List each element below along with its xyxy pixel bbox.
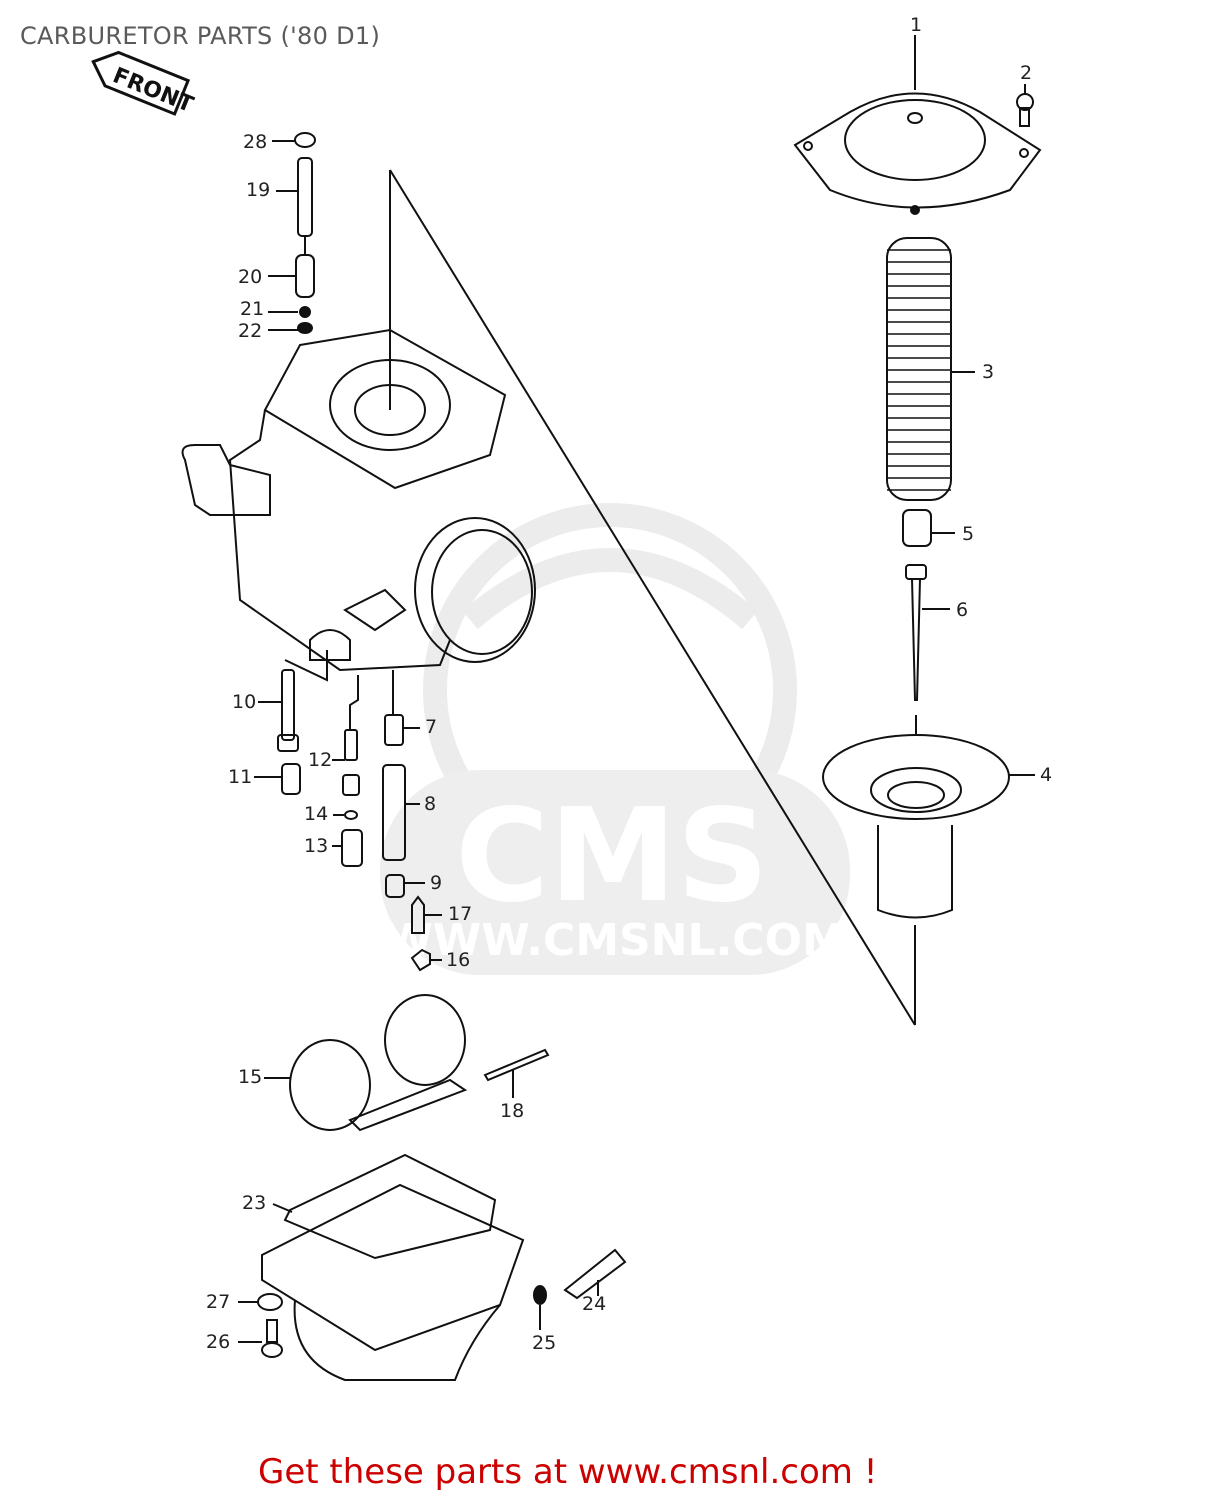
callout-22[interactable]: 22: [238, 320, 263, 342]
spring-part: [886, 237, 975, 501]
diagram-title: CARBURETOR PARTS ('80 D1): [20, 22, 381, 50]
callout-27[interactable]: 27: [206, 1291, 231, 1313]
needle-holder-part: [902, 509, 955, 547]
callout-20[interactable]: 20: [238, 266, 263, 288]
callout-18[interactable]: 18: [500, 1100, 525, 1122]
jet-needle-part: [905, 564, 950, 701]
get-parts-link[interactable]: Get these parts at www.cmsnl.com !: [258, 1452, 878, 1492]
bowl-screw-part: [238, 1293, 283, 1358]
callout-10[interactable]: 10: [232, 691, 257, 713]
float-pin-part: [483, 1048, 550, 1098]
callout-3[interactable]: 3: [982, 361, 995, 383]
callout-25[interactable]: 25: [532, 1332, 557, 1354]
callout-5[interactable]: 5: [962, 523, 975, 545]
callout-14[interactable]: 14: [304, 803, 329, 825]
top-cover-part: [793, 35, 1042, 215]
callout-11[interactable]: 11: [228, 766, 253, 788]
callout-1[interactable]: 1: [910, 14, 923, 36]
callout-2[interactable]: 2: [1020, 62, 1033, 84]
idle-screw-stack: [268, 132, 316, 334]
jets-group: [254, 650, 442, 972]
float-part: [264, 994, 468, 1132]
cover-screw-part: [1016, 84, 1034, 127]
callout-19[interactable]: 19: [246, 179, 271, 201]
callout-9[interactable]: 9: [430, 872, 443, 894]
front-arrow-icon: FRONT: [91, 50, 196, 118]
callout-13[interactable]: 13: [304, 835, 329, 857]
vacuum-piston-part: [822, 715, 1035, 919]
callout-26[interactable]: 26: [206, 1331, 231, 1353]
callout-7[interactable]: 7: [425, 716, 438, 738]
callout-24[interactable]: 24: [582, 1293, 607, 1315]
callout-17[interactable]: 17: [448, 903, 473, 925]
callout-8[interactable]: 8: [424, 793, 437, 815]
callout-6[interactable]: 6: [956, 599, 969, 621]
callout-15[interactable]: 15: [238, 1066, 263, 1088]
watermark-logo-text: CMS: [455, 782, 769, 931]
float-bowl-part: [261, 1153, 525, 1381]
callout-21[interactable]: 21: [240, 298, 265, 320]
carburetor-body: [181, 328, 536, 672]
callout-23[interactable]: 23: [242, 1192, 267, 1214]
callout-28[interactable]: 28: [243, 131, 268, 153]
callout-12[interactable]: 12: [308, 749, 333, 771]
callout-16[interactable]: 16: [446, 949, 471, 971]
callout-4[interactable]: 4: [1040, 764, 1053, 786]
drain-screw-part: [533, 1248, 627, 1330]
watermark-url-text: WWW.CMSNL.COM: [384, 915, 846, 966]
